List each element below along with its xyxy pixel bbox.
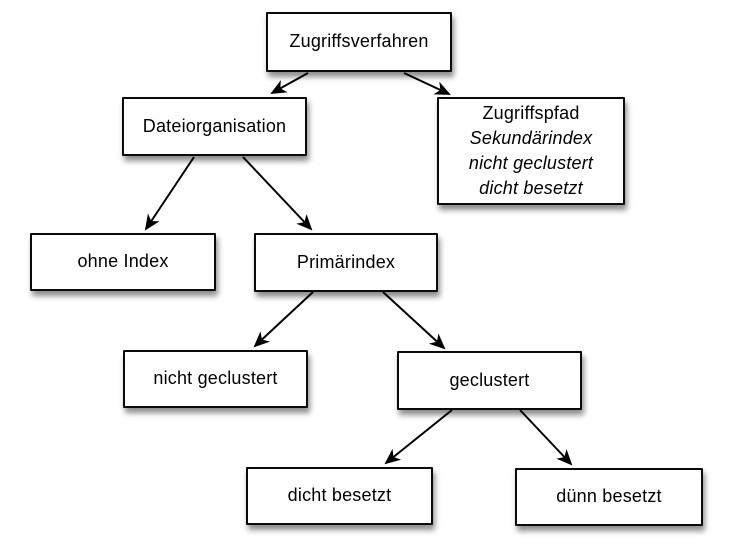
node-zugriffspfad: Zugriffspfad Sekundärindex nicht geclust…: [437, 97, 625, 205]
edge-geclustert-duenn-besetzt: [519, 409, 573, 466]
edge-geclustert-dicht-besetzt: [384, 409, 453, 465]
node-nicht-geclustert-label: nicht geclustert: [153, 368, 278, 389]
node-dicht-besetzt-label: dicht besetzt: [287, 485, 392, 506]
node-dicht-besetzt: dicht besetzt: [246, 467, 433, 525]
edge-primaerindex-geclustert: [382, 291, 446, 350]
node-duenn-besetzt: dünn besetzt: [515, 468, 703, 526]
edge-dateiorganisation-primaerindex: [242, 156, 313, 231]
edge-zugriffsverfahren-zugriffspfad: [403, 72, 451, 95]
edge-dateiorganisation-ohne-index: [144, 156, 195, 231]
node-duenn-besetzt-label: dünn besetzt: [556, 486, 662, 507]
node-zugriffspfad-title: Zugriffspfad: [482, 102, 580, 123]
node-geclustert: geclustert: [397, 351, 582, 410]
node-zugriffsverfahren: Zugriffsverfahren: [266, 12, 452, 72]
node-zugriffspfad-detail-sekundaerindex: Sekundärindex: [469, 127, 593, 148]
node-primaerindex-label: Primärindex: [296, 251, 396, 272]
node-ohne-index: ohne Index: [30, 233, 216, 291]
edge-zugriffsverfahren-dateiorganisation: [270, 72, 309, 94]
node-primaerindex: Primärindex: [254, 233, 438, 292]
node-dateiorganisation-label: Dateiorganisation: [142, 115, 287, 136]
edge-primaerindex-nicht-geclustert: [253, 291, 314, 348]
node-zugriffspfad-detail-nicht-geclustert: nicht geclustert: [468, 153, 594, 173]
node-geclustert-label: geclustert: [449, 369, 530, 390]
node-nicht-geclustert: nicht geclustert: [123, 350, 308, 408]
node-dateiorganisation: Dateiorganisation: [122, 97, 307, 156]
node-zugriffsverfahren-label: Zugriffsverfahren: [289, 31, 429, 52]
node-zugriffspfad-detail-dicht-besetzt: dicht besetzt: [479, 178, 583, 199]
node-ohne-index-label: ohne Index: [77, 251, 169, 272]
